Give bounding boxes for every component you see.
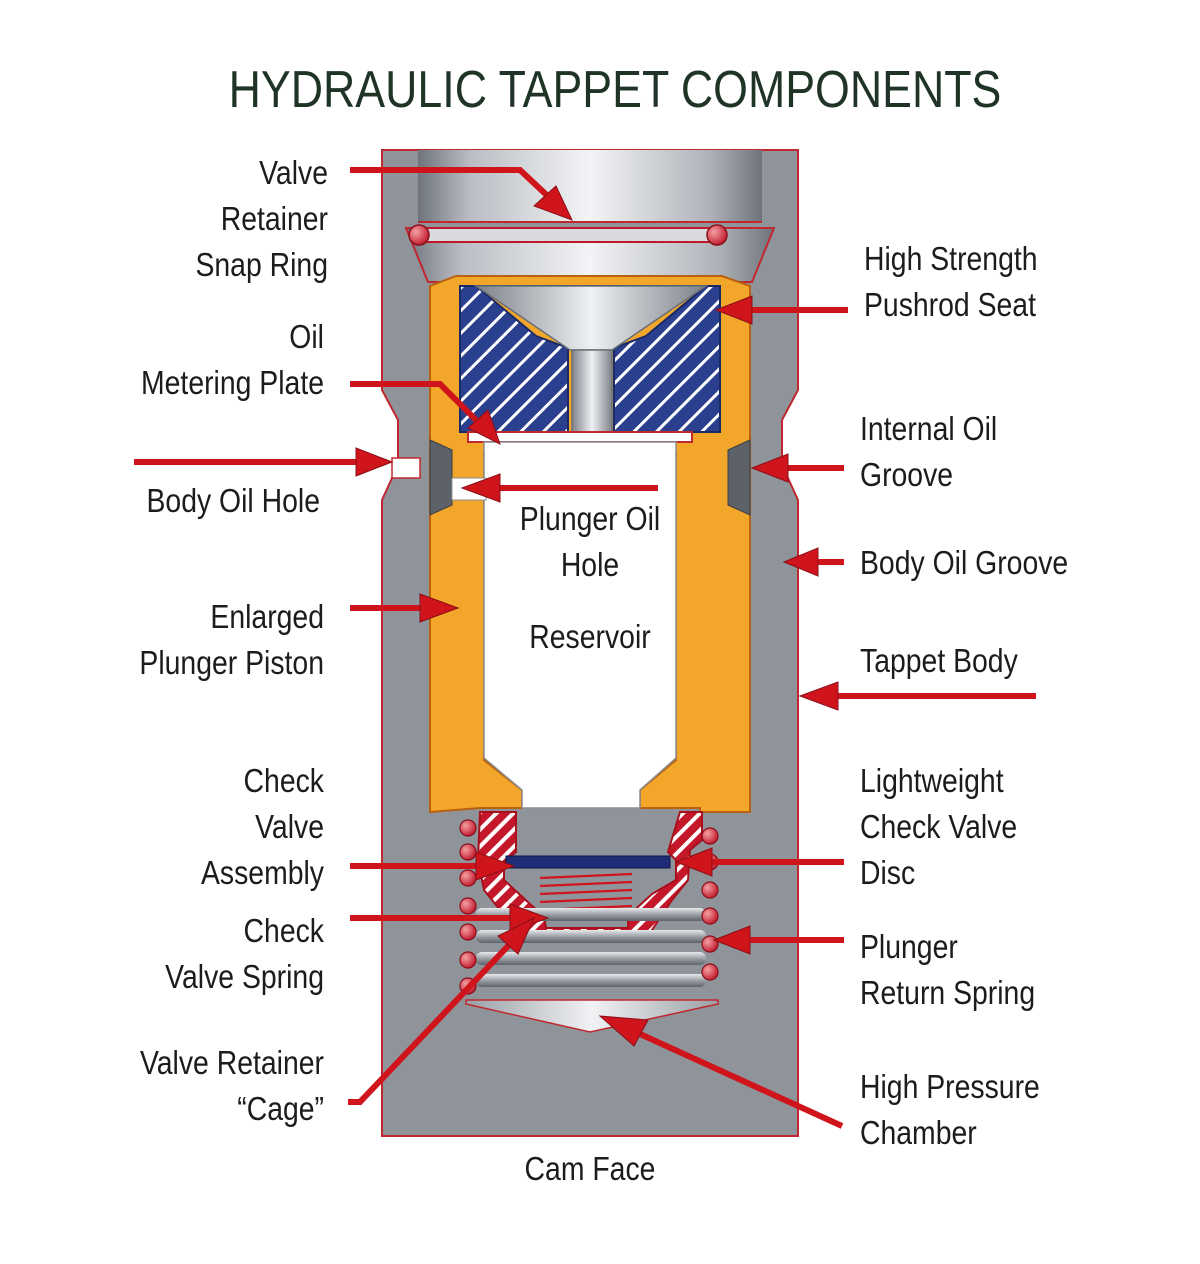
label-valve-retainer-cage: Valve Retainer “Cage”	[139, 1044, 324, 1127]
label-oil-metering-plate: Oil Metering Plate	[141, 318, 324, 401]
label-internal-oil-groove: Internal Oil Groove	[860, 410, 998, 493]
label-high-strength-pushrod-seat: High Strength Pushrod Seat	[864, 240, 1038, 323]
arrowhead-internal-oil-groove	[750, 453, 789, 483]
arrowhead-high-strength-pushrod-seat	[714, 295, 753, 325]
arrowhead-valve-retainer-snap-ring	[533, 185, 573, 221]
arrowhead-body-oil-groove	[782, 547, 819, 577]
arrowhead-lightweight-check-valve-disc	[674, 847, 713, 877]
label-valve-retainer-snap-ring: Valve Retainer Snap Ring	[195, 154, 328, 283]
check-valve-disc	[505, 855, 671, 869]
label-cam-face: Cam Face	[524, 1150, 656, 1187]
label-reservoir: Reservoir	[529, 618, 651, 655]
label-body-oil-hole: Body Oil Hole	[146, 482, 320, 519]
snap-ring-left-section	[408, 224, 430, 246]
callout-arrows	[134, 167, 1036, 1129]
internal-oil-groove-left	[429, 439, 453, 516]
arrowhead-plunger-oil-hole	[460, 473, 501, 503]
arrowheads	[355, 185, 839, 1047]
reservoir-cavity	[483, 441, 677, 809]
arrowhead-high-pressure-chamber	[598, 1015, 649, 1047]
label-plunger-oil-hole: Plunger Oil Hole	[519, 500, 661, 583]
arrow-oil-metering-plate	[350, 381, 487, 431]
arrowhead-plunger-return-spring	[712, 925, 751, 955]
label-tappet-body: Tappet Body	[860, 642, 1018, 679]
label-check-valve-spring: Check Valve Spring	[165, 912, 324, 995]
label-lightweight-check-valve-disc: Lightweight Check Valve Disc	[860, 762, 1018, 891]
label-enlarged-plunger-piston: Enlarged Plunger Piston	[139, 598, 324, 681]
diagram-title: HYDRAULIC TAPPET COMPONENTS	[228, 61, 1002, 119]
arrowhead-tappet-body	[798, 681, 839, 711]
pushrod-seat-passage	[571, 349, 613, 433]
label-high-pressure-chamber: High Pressure Chamber	[860, 1068, 1040, 1151]
label-plunger-return-spring: Plunger Return Spring	[860, 928, 1036, 1011]
snap-ring	[413, 227, 725, 243]
arrowhead-enlarged-plunger-piston	[419, 593, 460, 623]
arrowhead-oil-metering-plate	[467, 409, 501, 446]
high-pressure-chamber-shape	[465, 999, 719, 1033]
arrow-valve-retainer-cage	[348, 941, 513, 1105]
oil-metering-plate-shape	[467, 431, 693, 443]
arrow-high-pressure-chamber	[638, 1031, 844, 1129]
label-check-valve-assembly: Check Valve Assembly	[200, 762, 324, 891]
arrowhead-check-valve-assembly	[475, 851, 516, 881]
arrowhead-body-oil-hole	[355, 447, 394, 477]
arrow-valve-retainer-snap-ring	[350, 167, 555, 203]
snap-ring-right-section	[706, 224, 728, 246]
arrowhead-valve-retainer-cage	[497, 916, 536, 955]
internal-oil-groove-right	[727, 439, 751, 516]
top-cup	[418, 150, 762, 222]
body-oil-hole-shape	[391, 457, 421, 479]
label-body-oil-groove: Body Oil Groove	[860, 544, 1069, 581]
